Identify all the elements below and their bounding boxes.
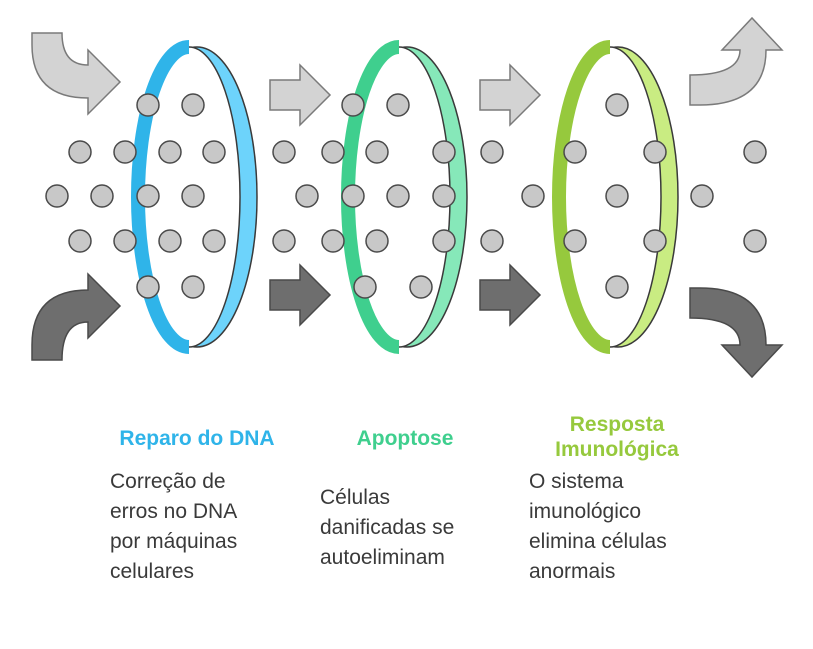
curved-arrow-out-bottom-icon xyxy=(689,287,784,379)
stage-description-reparo: Correção de erros no DNA por máquinas ce… xyxy=(110,467,290,587)
arrow-dark-1-icon xyxy=(269,263,332,327)
stage-description-resposta: O sistema imunológico elimina células an… xyxy=(529,467,729,587)
stage-title-line: Resposta xyxy=(569,413,665,436)
arrow-dark-2-icon xyxy=(479,263,542,327)
curved-arrow-in-bottom-icon xyxy=(31,272,122,361)
filter-diagram xyxy=(31,16,784,379)
description-line: anormais xyxy=(529,560,616,583)
arrow-light-1-icon xyxy=(269,63,332,127)
description-line: elimina células xyxy=(529,530,667,553)
arrow-light-2-icon xyxy=(479,63,542,127)
description-line: imunológico xyxy=(529,500,642,523)
stage-title-resposta: Resposta Imunológica xyxy=(512,412,722,462)
description-line: O sistema xyxy=(529,470,624,493)
curved-arrow-in-top-icon xyxy=(31,32,122,116)
description-line: por máquinas xyxy=(110,530,238,553)
stage-title-line: Imunológica xyxy=(555,438,679,461)
stage-title-apoptose: Apoptose xyxy=(356,427,454,450)
description-line: autoeliminam xyxy=(320,546,445,569)
description-line: danificadas se xyxy=(320,516,455,539)
stage-title-reparo: Reparo do DNA xyxy=(119,427,275,450)
description-line: celulares xyxy=(110,560,195,583)
description-line: Células xyxy=(320,486,391,509)
curved-arrow-out-top-icon xyxy=(689,16,784,106)
particles xyxy=(45,93,767,299)
description-line: erros no DNA xyxy=(110,500,238,523)
stage-description-apoptose: Células danificadas se autoeliminam xyxy=(320,483,500,573)
description-line: Correção de xyxy=(110,470,226,493)
